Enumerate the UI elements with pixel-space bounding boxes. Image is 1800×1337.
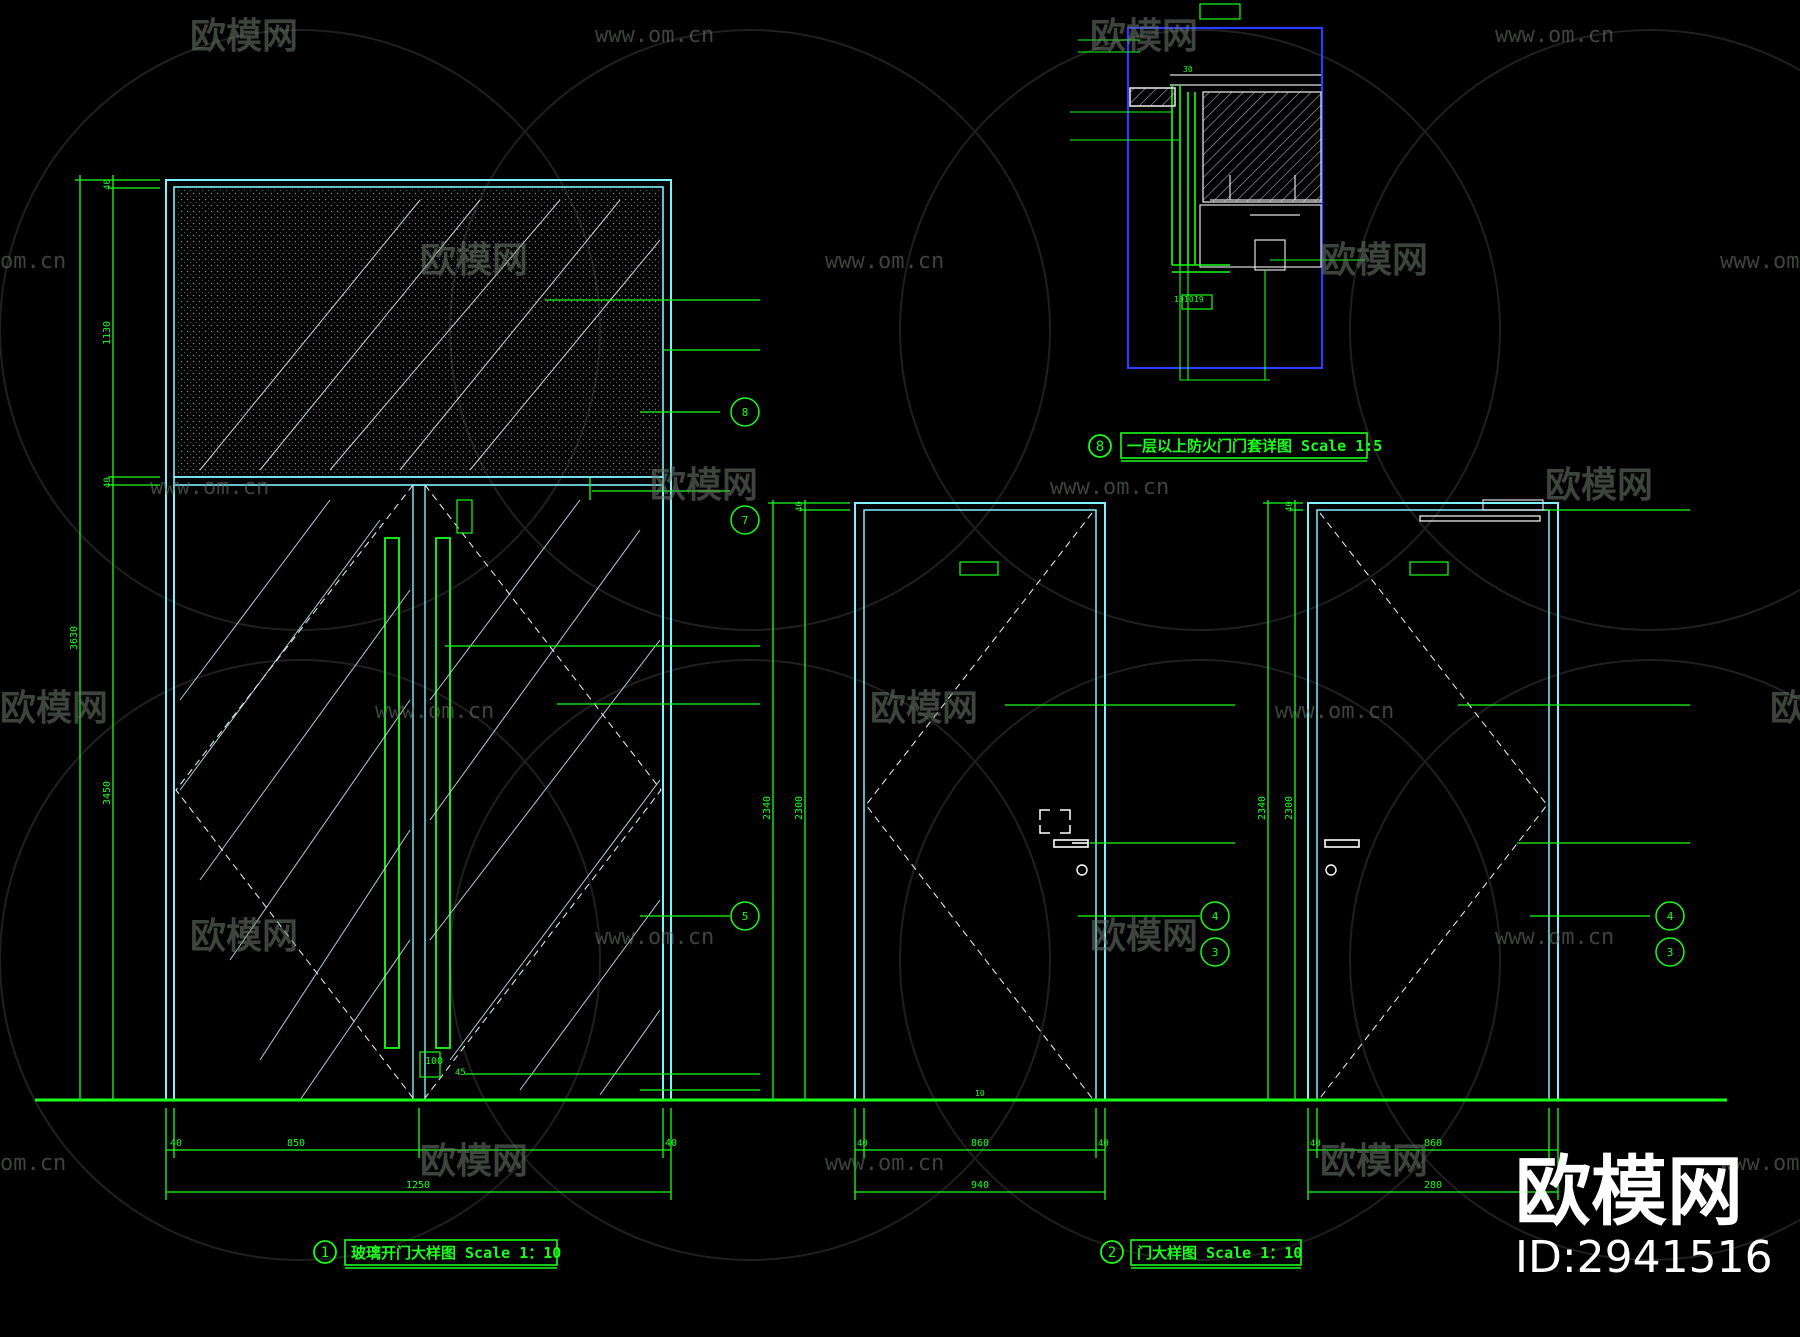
drawing3-index: 8 xyxy=(1096,439,1104,455)
d1-dim-v2: 1130 xyxy=(102,321,113,345)
lock-cylinder-icon xyxy=(1325,864,1337,876)
wm-brand: 欧模网 xyxy=(190,16,298,57)
d2b-dim-total: 280 xyxy=(1424,1180,1442,1191)
door-b-elevation xyxy=(1263,499,1690,1200)
wm-brand: 欧模网 xyxy=(420,1141,528,1182)
fire-door-frame-detail xyxy=(1070,3,1365,381)
wm-brand: 欧模网 xyxy=(190,916,298,957)
title-bubble-icon xyxy=(1100,1240,1124,1264)
door-handle-icon xyxy=(1324,839,1360,848)
wm-brand: 欧模网 xyxy=(420,240,528,281)
d2a-dim-v2: 2300 xyxy=(794,796,805,820)
wm-url: om.cn xyxy=(0,249,66,274)
d1-dim-100: 100 xyxy=(425,1056,443,1067)
corner-id: ID:2941516 xyxy=(1515,1232,1773,1283)
glass-door-elevation xyxy=(75,175,760,1200)
d1-callout-8: 8 xyxy=(742,406,749,419)
wm-brand: 欧模网 xyxy=(1320,1141,1428,1182)
d1-dim-mid: 850 xyxy=(287,1138,305,1149)
wm-url: www.om.cn xyxy=(1275,699,1394,724)
d2a-callout-3: 3 xyxy=(1212,946,1219,959)
section-callout-icon xyxy=(1655,901,1685,967)
drawing2-title-block xyxy=(1100,1239,1302,1269)
d2a-dim-left: 40 xyxy=(857,1139,868,1149)
wm-brand: 欧模网 xyxy=(650,465,758,506)
d2b-dim-left: 40 xyxy=(1310,1139,1321,1149)
drawing1-title: 玻璃开门大样图 Scale 1：10 xyxy=(351,1244,561,1262)
wm-url: om.cn xyxy=(0,1151,66,1176)
d2a-callout-4: 4 xyxy=(1212,910,1219,923)
title-bubble-icon xyxy=(313,1240,337,1264)
d1-dim-v5: 3630 xyxy=(69,626,80,650)
wm-url: www.om.cn xyxy=(595,925,714,950)
d2b-dim-v2: 2300 xyxy=(1284,796,1295,820)
section-callout-icon xyxy=(730,397,760,931)
title-bubble-icon xyxy=(1088,434,1112,458)
watermark-texts: 欧模网 欧模网 欧模网 欧模网 欧模网 欧模网 欧模网 欧模网 欧模网 欧模网 … xyxy=(0,16,1800,1182)
wm-brand: 欧模网 xyxy=(1320,240,1428,281)
lock-cylinder-icon xyxy=(1076,864,1088,876)
wm-url: www.om.cn xyxy=(825,249,944,274)
corner-brand-name: 欧模网 xyxy=(1515,1147,1743,1236)
d1-dim-v4: 3450 xyxy=(102,781,113,805)
wm-brand: 欧模网 xyxy=(1090,16,1198,57)
wm-brand: 欧模网 xyxy=(0,688,108,729)
d3-dim-4: 19 xyxy=(1194,295,1204,304)
wm-url: www.om.cn xyxy=(150,475,269,500)
drawing2-index: 2 xyxy=(1108,1245,1116,1261)
d2a-dim-v3: 40 xyxy=(795,501,805,512)
drawing2-title: 门大样图 Scale 1：10 xyxy=(1137,1244,1302,1262)
d2b-dim-mid: 860 xyxy=(1424,1138,1442,1149)
wm-url: www.om.cn xyxy=(1050,475,1169,500)
wm-url: www.om.cn xyxy=(595,23,714,48)
d2a-dim-bottom: 10 xyxy=(975,1089,985,1098)
corner-brand: 欧模网 ID:2941516 xyxy=(1515,1147,1773,1283)
d2b-callout-4: 4 xyxy=(1667,910,1674,923)
wm-brand: 欧模网 xyxy=(1770,688,1800,729)
door-handle-icon xyxy=(1053,839,1089,848)
drawing1-title-block xyxy=(313,1239,558,1269)
wm-url: www.om.cn xyxy=(825,1151,944,1176)
d2a-dim-right: 40 xyxy=(1098,1139,1109,1149)
d2b-dim-v3: 40 xyxy=(1285,501,1295,512)
d2b-dim-v1: 2340 xyxy=(1257,796,1268,820)
d1-dim-left: 40 xyxy=(170,1138,182,1149)
d2a-dim-total: 940 xyxy=(971,1180,989,1191)
d1-dim-v3: 40 xyxy=(103,477,113,488)
wm-url: www.om.cn xyxy=(1720,249,1800,274)
d2a-dim-mid: 860 xyxy=(971,1138,989,1149)
d2a-dim-v1: 2340 xyxy=(762,796,773,820)
d3-dim-2: 10 xyxy=(1174,295,1184,304)
wm-brand: 欧模网 xyxy=(1545,465,1653,506)
wm-url: www.om.cn xyxy=(1495,925,1614,950)
section-callout-icon xyxy=(1200,901,1230,967)
door-a-elevation xyxy=(768,500,1235,1200)
wm-url: www.om.cn xyxy=(375,699,494,724)
wm-url: www.om.cn xyxy=(1720,1151,1800,1176)
drawing3-title: 一层以上防火门门套详图 Scale 1:5 xyxy=(1127,437,1382,455)
d3-dim-3: 10 xyxy=(1184,295,1194,304)
drawing3-title-block xyxy=(1088,432,1368,462)
d1-dim-total: 1250 xyxy=(406,1180,430,1191)
d1-callout-5: 5 xyxy=(742,910,749,923)
d1-dim-right: 40 xyxy=(665,1138,677,1149)
drawing1-index: 1 xyxy=(321,1245,329,1261)
d2b-callout-3: 3 xyxy=(1667,946,1674,959)
wm-brand: 欧模网 xyxy=(1090,916,1198,957)
d1-callout-7: 7 xyxy=(742,514,749,527)
wm-brand: 欧模网 xyxy=(870,688,978,729)
d1-dim-45: 45 xyxy=(455,1068,466,1078)
d1-dim-v1: 40 xyxy=(103,179,113,190)
wm-url: www.om.cn xyxy=(1495,23,1614,48)
d3-dim-1: 30 xyxy=(1183,65,1193,74)
